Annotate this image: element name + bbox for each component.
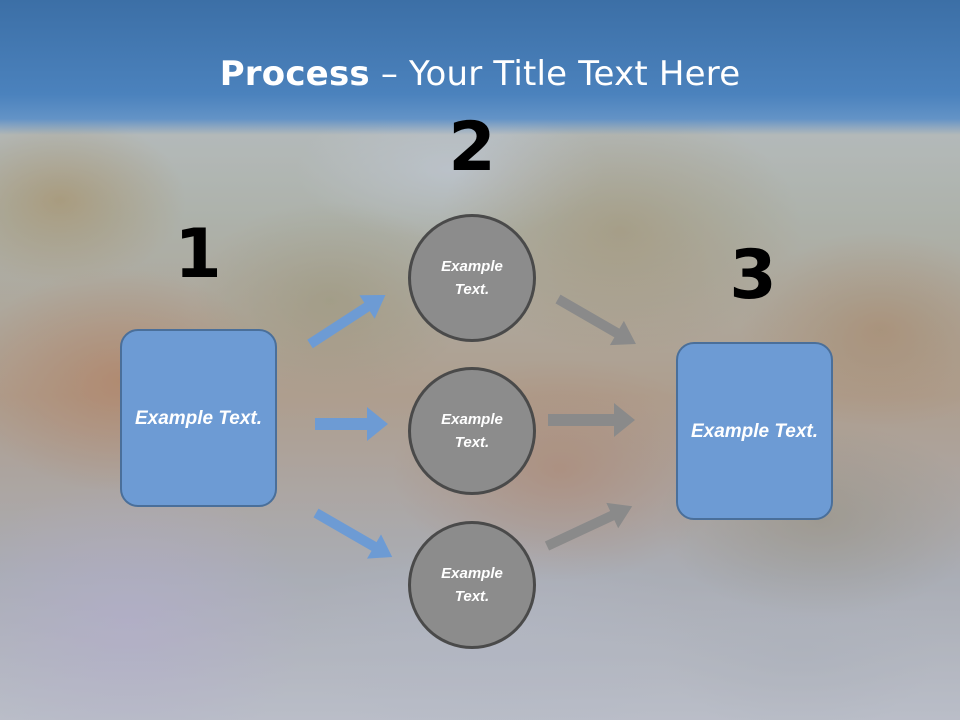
step-2-circle-top: Example Text.	[408, 214, 536, 342]
arrow-gray-down-right	[555, 294, 636, 346]
step-1-box: Example Text.	[120, 329, 277, 507]
step-1-number: 1	[174, 215, 222, 294]
step-2-number: 2	[448, 108, 496, 187]
step-2-circle-bottom-label: Example Text.	[441, 565, 503, 605]
step-3-label: Example Text.	[690, 420, 819, 442]
title-bold: Process	[219, 54, 370, 94]
step-2-circle-bottom: Example Text.	[408, 521, 536, 649]
step-2-circle-middle: Example Text.	[408, 367, 536, 495]
step-2-circle-middle-label: Example Text.	[441, 411, 503, 451]
slide-title: Process – Your Title Text Here	[0, 54, 960, 94]
step-1-label: Example Text.	[134, 407, 263, 429]
arrow-gray-right	[548, 403, 635, 437]
arrow-blue-right	[315, 407, 388, 441]
arrow-gray-up-right	[544, 502, 633, 551]
blue-arrows	[307, 294, 393, 559]
gray-arrows	[544, 294, 636, 551]
step-3-number: 3	[729, 236, 777, 315]
step-2-circle-top-label: Example Text.	[441, 258, 503, 298]
arrow-blue-down-right	[313, 508, 393, 559]
step-3-box: Example Text.	[676, 342, 833, 520]
title-rest: – Your Title Text Here	[369, 54, 741, 94]
arrow-blue-up-right	[307, 294, 386, 349]
header-band	[0, 0, 960, 135]
